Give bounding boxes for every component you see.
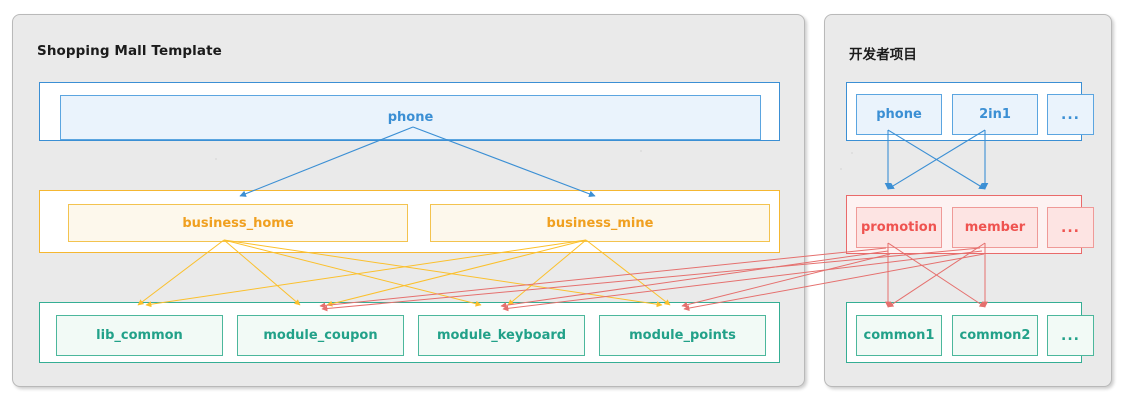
panel-title-right: 开发者项目 — [849, 47, 917, 63]
speckle — [640, 150, 642, 152]
node-2in1[interactable]: 2in1 — [952, 94, 1038, 135]
panel-shopping-mall-template: Shopping Mall Template phone business_ho… — [12, 14, 805, 387]
node-common1[interactable]: common1 — [856, 315, 942, 356]
node-common2[interactable]: common2 — [952, 315, 1038, 356]
node-phone-right[interactable]: phone — [856, 94, 942, 135]
panel-title-left: Shopping Mall Template — [37, 43, 222, 59]
node-business-more[interactable]: ... — [1047, 207, 1094, 248]
node-business-mine[interactable]: business_mine — [430, 204, 770, 242]
group-left-module-layer: lib_common module_coupon module_keyboard… — [39, 302, 780, 363]
group-left-business-layer: business_home business_mine — [39, 190, 780, 253]
node-app-more[interactable]: ... — [1047, 94, 1094, 135]
node-module-points[interactable]: module_points — [599, 315, 766, 356]
node-member[interactable]: member — [952, 207, 1038, 248]
group-right-module-layer: common1 common2 ... — [846, 302, 1094, 363]
speckle — [840, 168, 842, 170]
node-business-home[interactable]: business_home — [68, 204, 408, 242]
node-module-more[interactable]: ... — [1047, 315, 1094, 356]
group-right-app-layer: phone 2in1 ... — [846, 82, 1094, 141]
node-promotion[interactable]: promotion — [856, 207, 942, 248]
node-phone-left[interactable]: phone — [60, 95, 761, 140]
group-right-business-layer: promotion member ... — [846, 195, 1094, 254]
panel-developer-project: 开发者项目 phone 2in1 ... promotion member ..… — [824, 14, 1112, 387]
node-module-keyboard[interactable]: module_keyboard — [418, 315, 585, 356]
group-left-app-layer: phone — [39, 82, 780, 141]
speckle — [851, 152, 853, 154]
node-module-coupon[interactable]: module_coupon — [237, 315, 404, 356]
speckle — [215, 158, 217, 160]
node-lib-common[interactable]: lib_common — [56, 315, 223, 356]
